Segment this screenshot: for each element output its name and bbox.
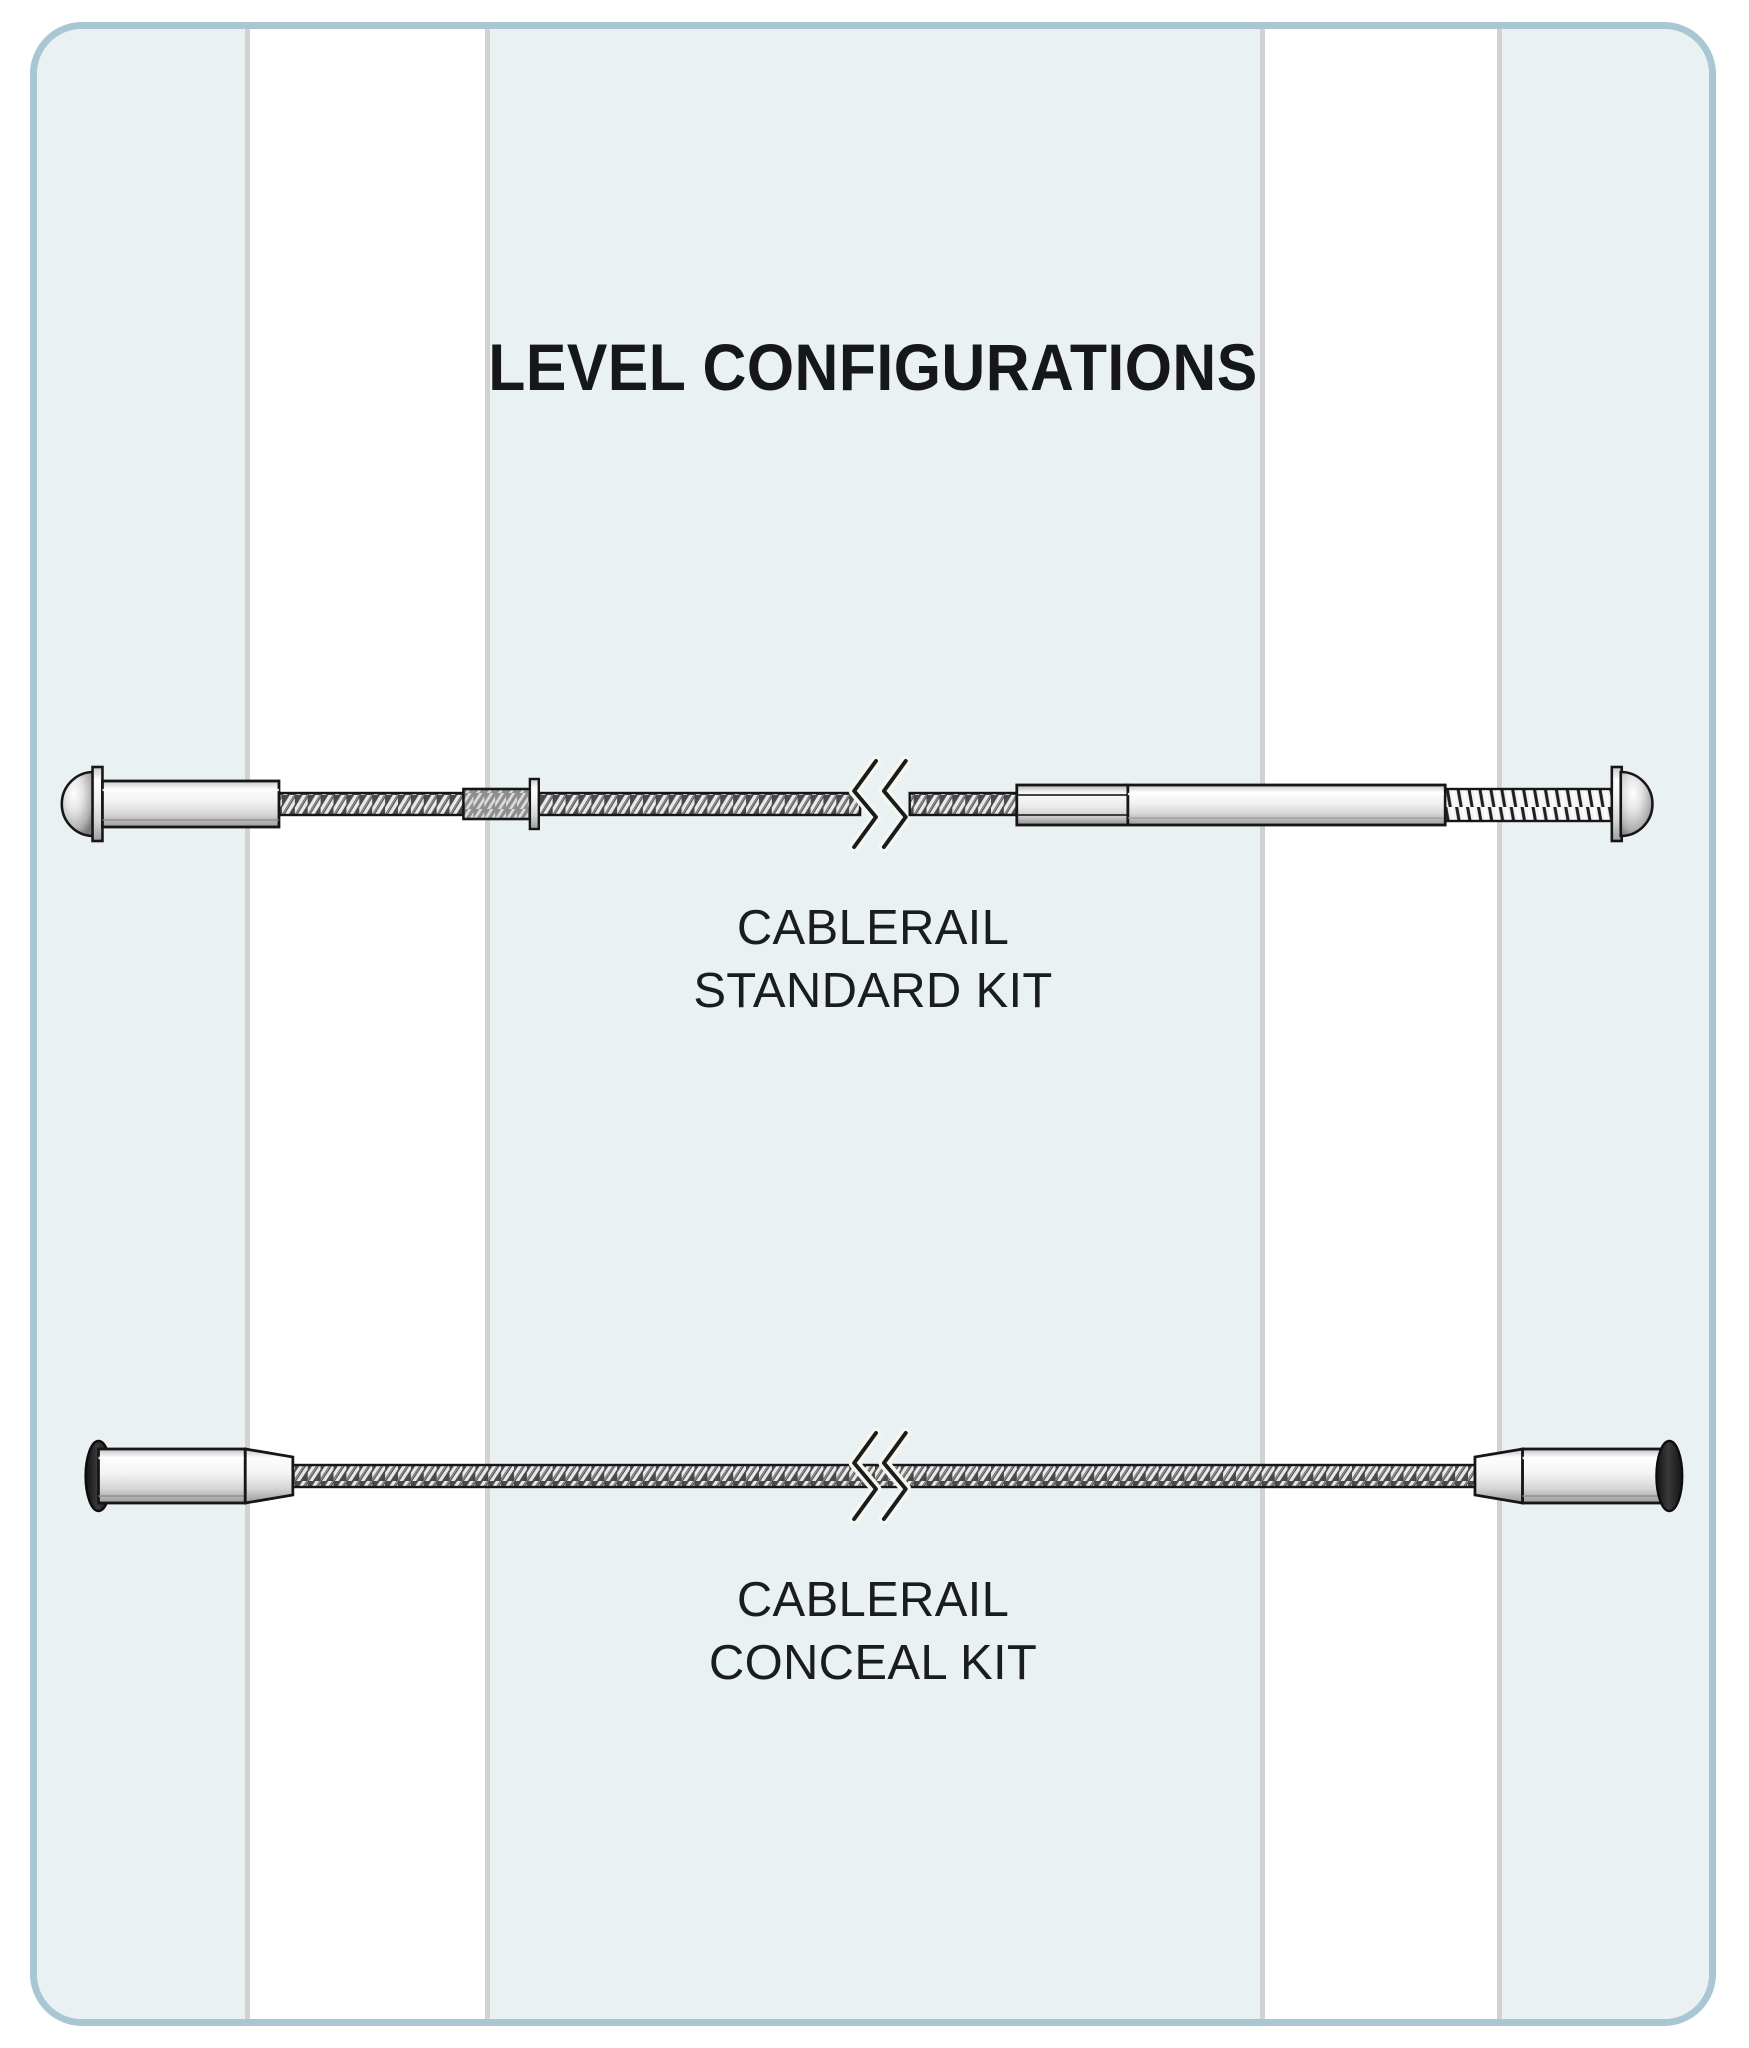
panel-band-1 [37,29,247,2019]
concealed-body-left [97,1447,247,1505]
assembly-cablerail-standard-kit: CABLERAIL STANDARD KIT [37,729,1709,1022]
conceal-kit-caption: CABLERAIL CONCEAL KIT [37,1569,1709,1694]
panel-divider-4 [1497,29,1502,2019]
panel-band-2 [247,29,487,2019]
tapered-shoulder-right [1473,1447,1524,1505]
standard-kit-drawing [37,729,1709,879]
standard-kit-caption-line-1: CABLERAIL [736,901,1010,955]
standard-kit-caption: CABLERAIL STANDARD KIT [37,897,1709,1022]
standard-kit-cable-left [273,791,862,817]
tensioner-body-right [1126,783,1447,827]
domed-acorn-cap-left [60,770,95,838]
standard-kit-caption-line-2: STANDARD KIT [693,963,1053,1018]
cable-break-symbol [848,1427,912,1525]
panel-divider-3 [1260,29,1265,2019]
panel-band-3 [487,29,1262,2019]
diagram-title: LEVEL CONFIGURATIONS [488,330,1258,404]
threaded-rod [1444,787,1615,823]
conceal-kit-drawing [37,1401,1709,1551]
conceal-kit-caption-line-1: CABLERAIL [736,1573,1010,1627]
domed-acorn-nut-right [1619,770,1654,838]
concealed-body-right [1521,1447,1671,1505]
diagram-card: LEVEL CONFIGURATIONS [30,22,1716,2026]
panel-band-5 [1499,29,1709,2019]
tapered-shoulder-left [243,1447,295,1505]
panel-band-4 [1262,29,1499,2019]
background-panel-bands [37,29,1709,2019]
panel-divider-2 [485,29,490,2019]
conceal-kit-caption-line-2: CONCEAL KIT [708,1635,1038,1690]
flange-plate-left [91,765,104,843]
panel-divider-1 [245,29,250,2019]
ferrule [462,777,540,831]
assembly-cablerail-conceal-kit: CABLERAIL CONCEAL KIT [37,1401,1709,1694]
cylindrical-fitting-left [101,779,281,829]
flat-disc-end-right [1655,1439,1684,1513]
standard-kit-cable-right [908,791,1020,817]
swage-sleeve-right [1015,783,1130,827]
cable-break-symbol [848,755,912,853]
